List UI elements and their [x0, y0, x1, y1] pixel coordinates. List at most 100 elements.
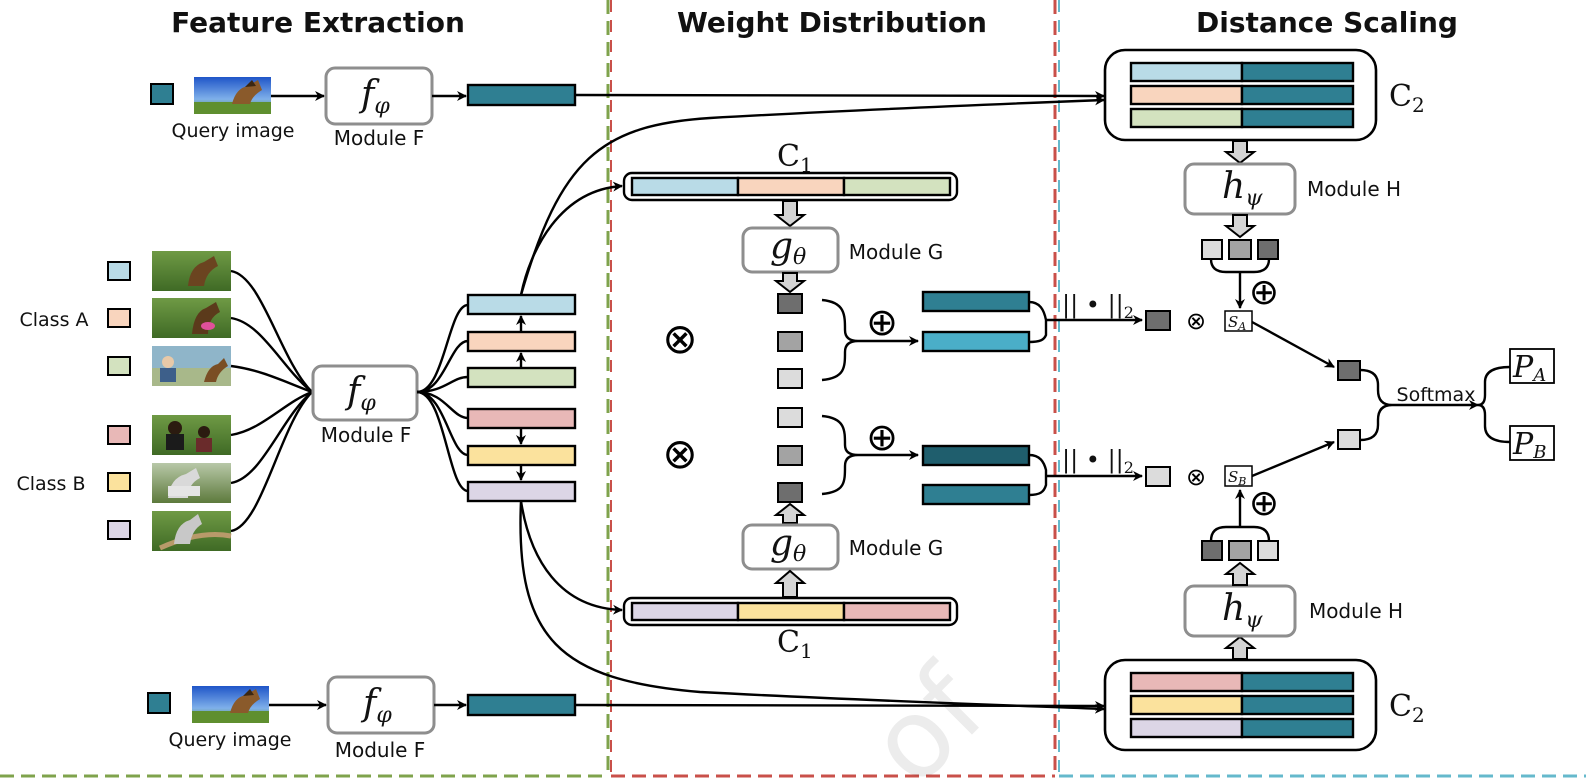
hollow-arrow-g-to-weights-bottom	[773, 502, 807, 524]
scale-sa: SA	[1228, 313, 1246, 333]
query-image-label-top: Query image	[172, 120, 295, 142]
c1-bottom-label: C1	[777, 625, 813, 663]
oplus-scale-top: ⊕	[1249, 272, 1279, 313]
class-a-image-1	[152, 251, 231, 291]
scale-factor-top-3	[1257, 239, 1279, 260]
c2-bottom-label: C2	[1389, 689, 1425, 727]
c1-bottom-seg-1	[630, 601, 740, 622]
otimes-bottom: ⊗	[662, 429, 697, 478]
class-b-swatch-1	[107, 425, 131, 445]
module-h-label-top: Module H	[1307, 177, 1401, 201]
weighted-proto-a-1	[921, 290, 1031, 313]
module-g-label-top: Module G	[849, 240, 944, 264]
module-f-label-middle: Module F	[321, 423, 412, 447]
support-feature-a1	[466, 293, 577, 316]
otimes-top: ⊗	[662, 314, 697, 363]
weight-bottom-1	[777, 407, 803, 428]
hollow-arrow-c2-to-h-bottom	[1223, 635, 1257, 660]
c1-bottom-seg-3	[842, 601, 952, 622]
scale-sa-box	[1224, 310, 1253, 332]
class-a-swatch-3	[107, 356, 131, 376]
class-a-image-3	[152, 346, 231, 386]
class-a-swatch-1	[107, 261, 131, 281]
scale-factor-top-1	[1201, 239, 1223, 260]
prob-pb: PB	[1512, 427, 1546, 463]
weighted-proto-b-2	[921, 483, 1031, 506]
h-psi-top: hψ	[1222, 166, 1263, 211]
prob-pa-box	[1509, 348, 1555, 384]
support-feature-b1	[466, 407, 577, 430]
support-feature-a3	[466, 366, 577, 389]
weighted-proto-a-2	[921, 330, 1031, 353]
norm-bottom: || • ||2	[1062, 446, 1134, 477]
weight-top-2	[777, 331, 803, 352]
hollow-arrow-g-to-weights-top	[773, 272, 807, 294]
scale-factor-top-2	[1228, 239, 1252, 260]
hollow-arrow-h-to-scales-bottom	[1223, 561, 1257, 586]
scale-factor-bottom-1	[1201, 540, 1223, 561]
weight-top-3	[777, 368, 803, 389]
module-f-label-top: Module F	[334, 126, 425, 150]
class-b-image-2	[152, 463, 231, 503]
class-a-swatch-2	[107, 308, 131, 328]
query-swatch-top	[150, 83, 174, 105]
c1-top-seg-2	[736, 176, 846, 197]
otimes-distance-top: ⊗	[1186, 307, 1206, 335]
otimes-distance-bottom: ⊗	[1186, 463, 1206, 491]
section-title-distance-scaling: Distance Scaling	[1196, 6, 1458, 39]
prob-pb-box	[1509, 425, 1555, 461]
support-feature-a2	[466, 330, 577, 353]
distance-top	[1145, 310, 1171, 331]
c1-bottom-seg-2	[736, 601, 846, 622]
support-feature-b2	[466, 444, 577, 467]
module-f-label-bottom: Module F	[335, 738, 426, 762]
weight-bottom-3	[777, 482, 803, 503]
g-theta-bottom: gθ	[770, 523, 806, 567]
c1-top-seg-3	[842, 176, 952, 197]
scale-factor-bottom-3	[1257, 540, 1279, 561]
f-phi-middle: fφ	[344, 371, 376, 416]
hollow-arrow-h-to-scales-top	[1223, 214, 1257, 239]
norm-top: || • ||2	[1062, 291, 1134, 322]
module-g-label-bottom: Module G	[849, 536, 944, 560]
h-psi-bottom: hψ	[1222, 588, 1263, 633]
query-feature-top	[466, 83, 577, 107]
section-title-weight-distribution: Weight Distribution	[677, 6, 987, 39]
distance-bottom	[1145, 466, 1171, 487]
hollow-arrow-c1-to-g-top	[773, 200, 807, 228]
scaled-distance-a	[1337, 360, 1361, 381]
class-b-swatch-3	[107, 520, 131, 540]
query-image-bottom	[192, 686, 269, 723]
query-feature-bottom	[466, 693, 577, 717]
query-image-top	[194, 77, 271, 114]
module-h-label-bottom: Module H	[1309, 599, 1403, 623]
prob-pa: PA	[1512, 350, 1546, 386]
weight-top-1	[777, 293, 803, 314]
c2-top-label: C2	[1389, 79, 1425, 117]
section-title-feature-extraction: Feature Extraction	[171, 6, 465, 39]
scaled-distance-b	[1337, 429, 1361, 450]
watermark: of	[844, 642, 1011, 783]
weight-bottom-2	[777, 445, 803, 466]
class-a-image-2	[152, 298, 231, 338]
class-b-label: Class B	[16, 473, 85, 495]
query-swatch-bottom	[147, 692, 171, 714]
class-b-image-3	[152, 511, 232, 551]
scale-sb: SB	[1228, 468, 1246, 488]
oplus-scale-bottom: ⊕	[1249, 483, 1279, 524]
scale-factor-bottom-2	[1228, 540, 1252, 561]
softmax-label: Softmax	[1397, 384, 1476, 406]
weighted-proto-b-1	[921, 444, 1031, 467]
module-g-box-bottom	[741, 523, 840, 571]
c1-top-seg-1	[630, 176, 740, 197]
oplus-top: ⊕	[866, 300, 898, 344]
support-feature-b3	[466, 480, 577, 503]
class-a-label: Class A	[19, 309, 88, 331]
class-b-image-1	[152, 415, 231, 455]
class-b-swatch-2	[107, 472, 131, 492]
c1-top-label: C1	[777, 139, 813, 177]
oplus-bottom: ⊕	[866, 415, 898, 459]
g-theta-top: gθ	[770, 226, 806, 270]
hollow-arrow-c1-to-g-bottom	[773, 569, 807, 598]
